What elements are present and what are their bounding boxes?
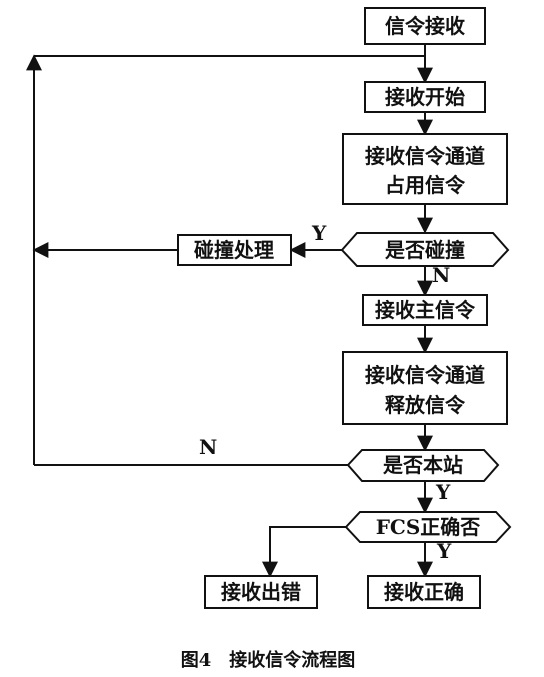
- node-receive-ok-label: 接收正确: [384, 580, 464, 604]
- edge-labels: Y N N Y Y: [199, 221, 452, 563]
- node-occupy-signal: 接收信令通道 占用信令: [342, 133, 508, 205]
- node-receive-main: 接收主信令: [362, 294, 488, 326]
- edges: [26, 44, 433, 578]
- node-collision-handle: 碰撞处理: [177, 234, 292, 266]
- node-receive-error-label: 接收出错: [221, 580, 301, 604]
- node-occupy-line1: 接收信令通道: [365, 144, 485, 168]
- node-receive-ok: 接收正确: [367, 575, 481, 609]
- node-station-check-label: 是否本站: [382, 453, 463, 477]
- node-receive-start-label: 接收开始: [385, 85, 465, 109]
- node-release-line2: 释放信令: [385, 393, 466, 417]
- node-signal-receive: 信令接收: [364, 7, 486, 45]
- node-signal-receive-label: 信令接收: [385, 14, 465, 38]
- node-receive-start: 接收开始: [364, 81, 486, 113]
- node-fcs-check-label: FCS正确否: [376, 515, 481, 539]
- node-release-signal: 接收信令通道 释放信令: [342, 351, 508, 425]
- label-fcs-yes: Y: [436, 539, 452, 563]
- node-release-line1: 接收信令通道: [365, 363, 485, 387]
- node-receive-error: 接收出错: [204, 575, 318, 609]
- node-collision-check: 是否碰撞: [340, 232, 510, 267]
- edge-fcs-no: [262, 526, 346, 578]
- node-occupy-line2: 占用信令: [385, 173, 466, 197]
- node-station-check: 是否本站: [346, 449, 500, 482]
- node-collision-handle-label: 碰撞处理: [194, 238, 274, 262]
- node-collision-check-label: 是否碰撞: [384, 238, 465, 262]
- figure-caption: 图4 接收信令流程图: [181, 649, 356, 671]
- node-fcs-check: FCS正确否: [344, 511, 512, 543]
- label-collision-yes: Y: [311, 221, 327, 245]
- node-receive-main-label: 接收主信令: [375, 298, 476, 322]
- label-collision-no: N: [432, 263, 450, 287]
- label-station-no: N: [199, 435, 217, 459]
- label-station-yes: Y: [435, 480, 451, 504]
